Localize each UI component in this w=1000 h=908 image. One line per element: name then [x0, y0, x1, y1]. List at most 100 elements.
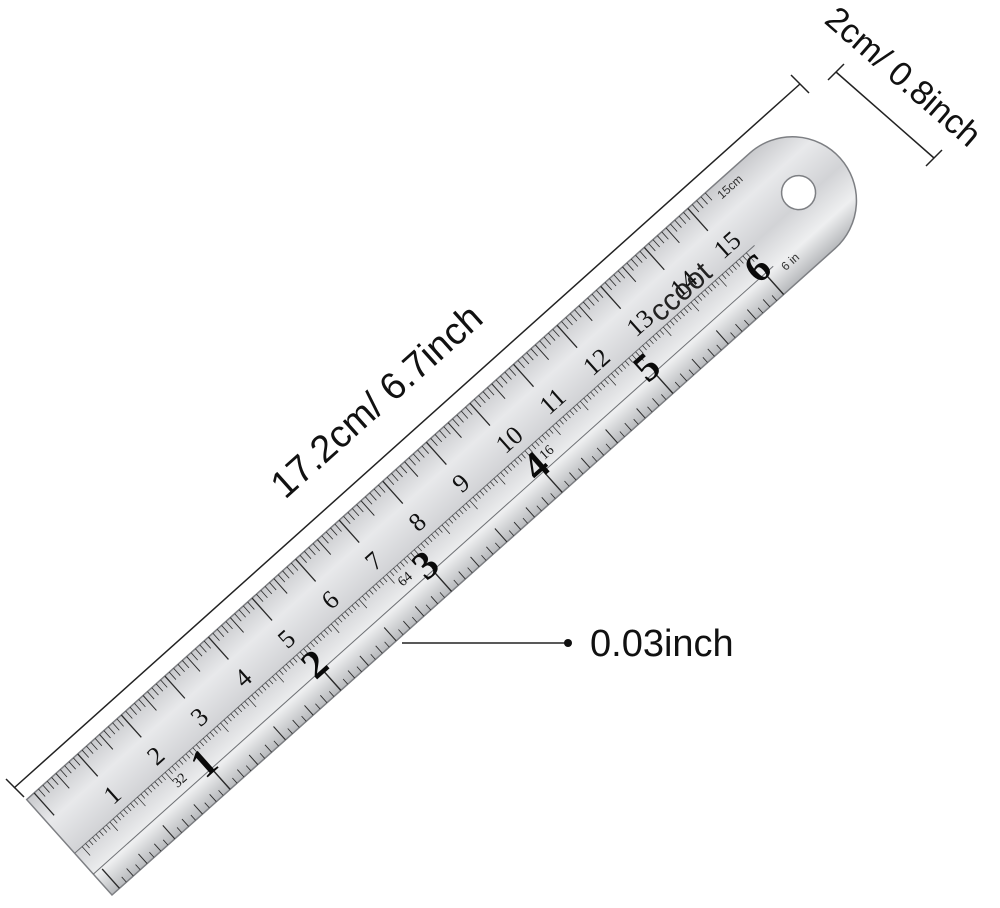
- sixteenth-inch-tick: [356, 666, 362, 673]
- mm-tick: [622, 266, 637, 283]
- mm-tick: [86, 745, 94, 754]
- mm-tick: [142, 695, 157, 711]
- thirty-second-inch-tick: [192, 747, 202, 757]
- sixteenth-inch-tick: [301, 715, 307, 722]
- length-dimension-cap-end: [790, 74, 810, 94]
- sixteenth-inch-tick: [744, 319, 750, 326]
- sixteenth-inch-tick: [765, 274, 785, 295]
- mm-tick: [704, 192, 713, 201]
- thirty-second-inch-tick: [735, 261, 741, 267]
- thirty-second-inch-tick: [600, 382, 606, 388]
- sixteenth-inch-tick: [688, 369, 694, 376]
- mm-tick: [134, 703, 142, 712]
- mm-tick: [238, 609, 246, 618]
- thirty-second-inch-tick: [109, 821, 119, 832]
- mm-tick: [160, 679, 168, 688]
- sixteenth-inch-tick: [430, 596, 439, 605]
- mm-tick: [182, 660, 190, 669]
- mm-tick: [569, 313, 578, 322]
- thirty-second-inch-tick: [154, 781, 160, 787]
- mm-tick: [173, 667, 181, 676]
- mm-tick: [277, 574, 286, 583]
- thirty-second-inch-tick: [593, 388, 599, 394]
- thirty-second-inch-tick: [708, 286, 713, 292]
- thirty-second-inch-tick: [151, 784, 156, 790]
- sixteenth-inch-tick: [121, 876, 127, 883]
- mm-tick: [639, 251, 647, 260]
- thirty-second-inch-tick: [81, 846, 91, 856]
- thirty-second-inch-tick: [413, 549, 423, 559]
- mm-tick: [229, 617, 244, 633]
- mm-tick: [334, 523, 342, 532]
- sixteenth-inch-tick: [513, 521, 522, 530]
- thirty-second-inch-tick: [213, 728, 218, 734]
- thirty-second-inch-tick: [562, 416, 568, 422]
- mm-tick: [548, 332, 556, 341]
- thirty-second-inch-tick: [732, 264, 737, 270]
- sixteenth-inch-tick: [494, 528, 508, 543]
- mm-tick: [317, 539, 332, 555]
- thirty-second-inch-tick: [130, 803, 135, 808]
- sixteenth-inch-tick: [264, 744, 272, 753]
- thirty-second-inch-tick: [476, 493, 481, 499]
- sixteenth-inch-tick: [153, 843, 162, 852]
- sixteenth-inch-tick: [359, 655, 369, 666]
- thirty-second-inch-tick: [586, 394, 592, 400]
- thirty-second-inch-tick: [251, 694, 256, 700]
- thirty-second-inch-tick: [133, 799, 139, 805]
- thirty-second-inch-tick: [396, 564, 402, 570]
- sixteenth-inch-tick: [746, 309, 757, 320]
- thirty-second-inch-tick: [680, 311, 685, 317]
- mm-tick: [513, 363, 535, 388]
- thirty-second-inch-tick: [528, 447, 533, 453]
- sixteenth-inch-tick: [522, 517, 528, 524]
- thirty-second-inch-tick: [182, 756, 187, 762]
- mm-tick: [360, 500, 375, 516]
- thirty-second-inch-tick: [669, 320, 675, 326]
- thirty-second-inch-tick: [337, 617, 343, 623]
- mm-tick: [600, 285, 622, 310]
- thirty-second-inch-tick: [649, 339, 654, 345]
- sixteenth-inch-tick: [771, 295, 778, 301]
- thirty-second-inch-tick: [292, 657, 298, 663]
- mm-tick: [373, 488, 382, 497]
- thirty-second-inch-tick: [313, 639, 319, 645]
- mm-tick: [700, 196, 708, 205]
- thirty-second-inch-tick: [303, 648, 312, 658]
- thirty-second-inch-tick: [403, 558, 409, 564]
- thirty-second-inch-tick: [666, 323, 672, 329]
- thirty-second-inch-tick: [465, 503, 471, 508]
- thirty-second-inch-tick: [400, 561, 405, 567]
- thirty-second-inch-tick: [687, 305, 692, 311]
- mm-tick: [552, 328, 560, 337]
- thirty-second-inch-tick: [538, 438, 544, 444]
- thirty-second-inch-tick: [580, 400, 589, 411]
- thirty-second-inch-tick: [583, 397, 588, 403]
- thirty-second-inch-tick: [576, 404, 582, 409]
- thirty-second-inch-tick: [157, 778, 163, 784]
- sixteenth-inch-tick: [544, 472, 563, 493]
- mm-tick: [504, 371, 512, 380]
- mm-tick: [439, 430, 447, 439]
- mm-tick: [604, 282, 613, 291]
- mm-tick: [613, 274, 621, 283]
- thirty-second-inch-tick: [431, 533, 436, 539]
- sixteenth-inch-tick: [138, 853, 148, 864]
- thirty-second-inch-tick: [541, 434, 547, 440]
- sixteenth-inch-tick: [481, 554, 487, 561]
- thirty-second-inch-tick: [638, 348, 644, 354]
- mm-tick: [42, 784, 50, 793]
- thirty-second-inch-tick: [663, 326, 672, 337]
- mm-tick: [434, 434, 443, 443]
- mm-tick: [260, 590, 268, 599]
- mm-tick: [574, 309, 582, 318]
- thirty-second-inch-tick: [607, 376, 617, 386]
- mm-tick: [648, 243, 656, 252]
- thirty-second-inch-tick: [697, 295, 703, 301]
- mm-tick: [55, 773, 70, 789]
- sixteenth-inch-tick: [181, 818, 189, 827]
- mm-tick: [33, 792, 55, 816]
- thirty-second-inch-tick: [196, 744, 201, 750]
- thirty-second-inch-tick: [372, 586, 377, 592]
- thirty-second-inch-tick: [199, 741, 205, 747]
